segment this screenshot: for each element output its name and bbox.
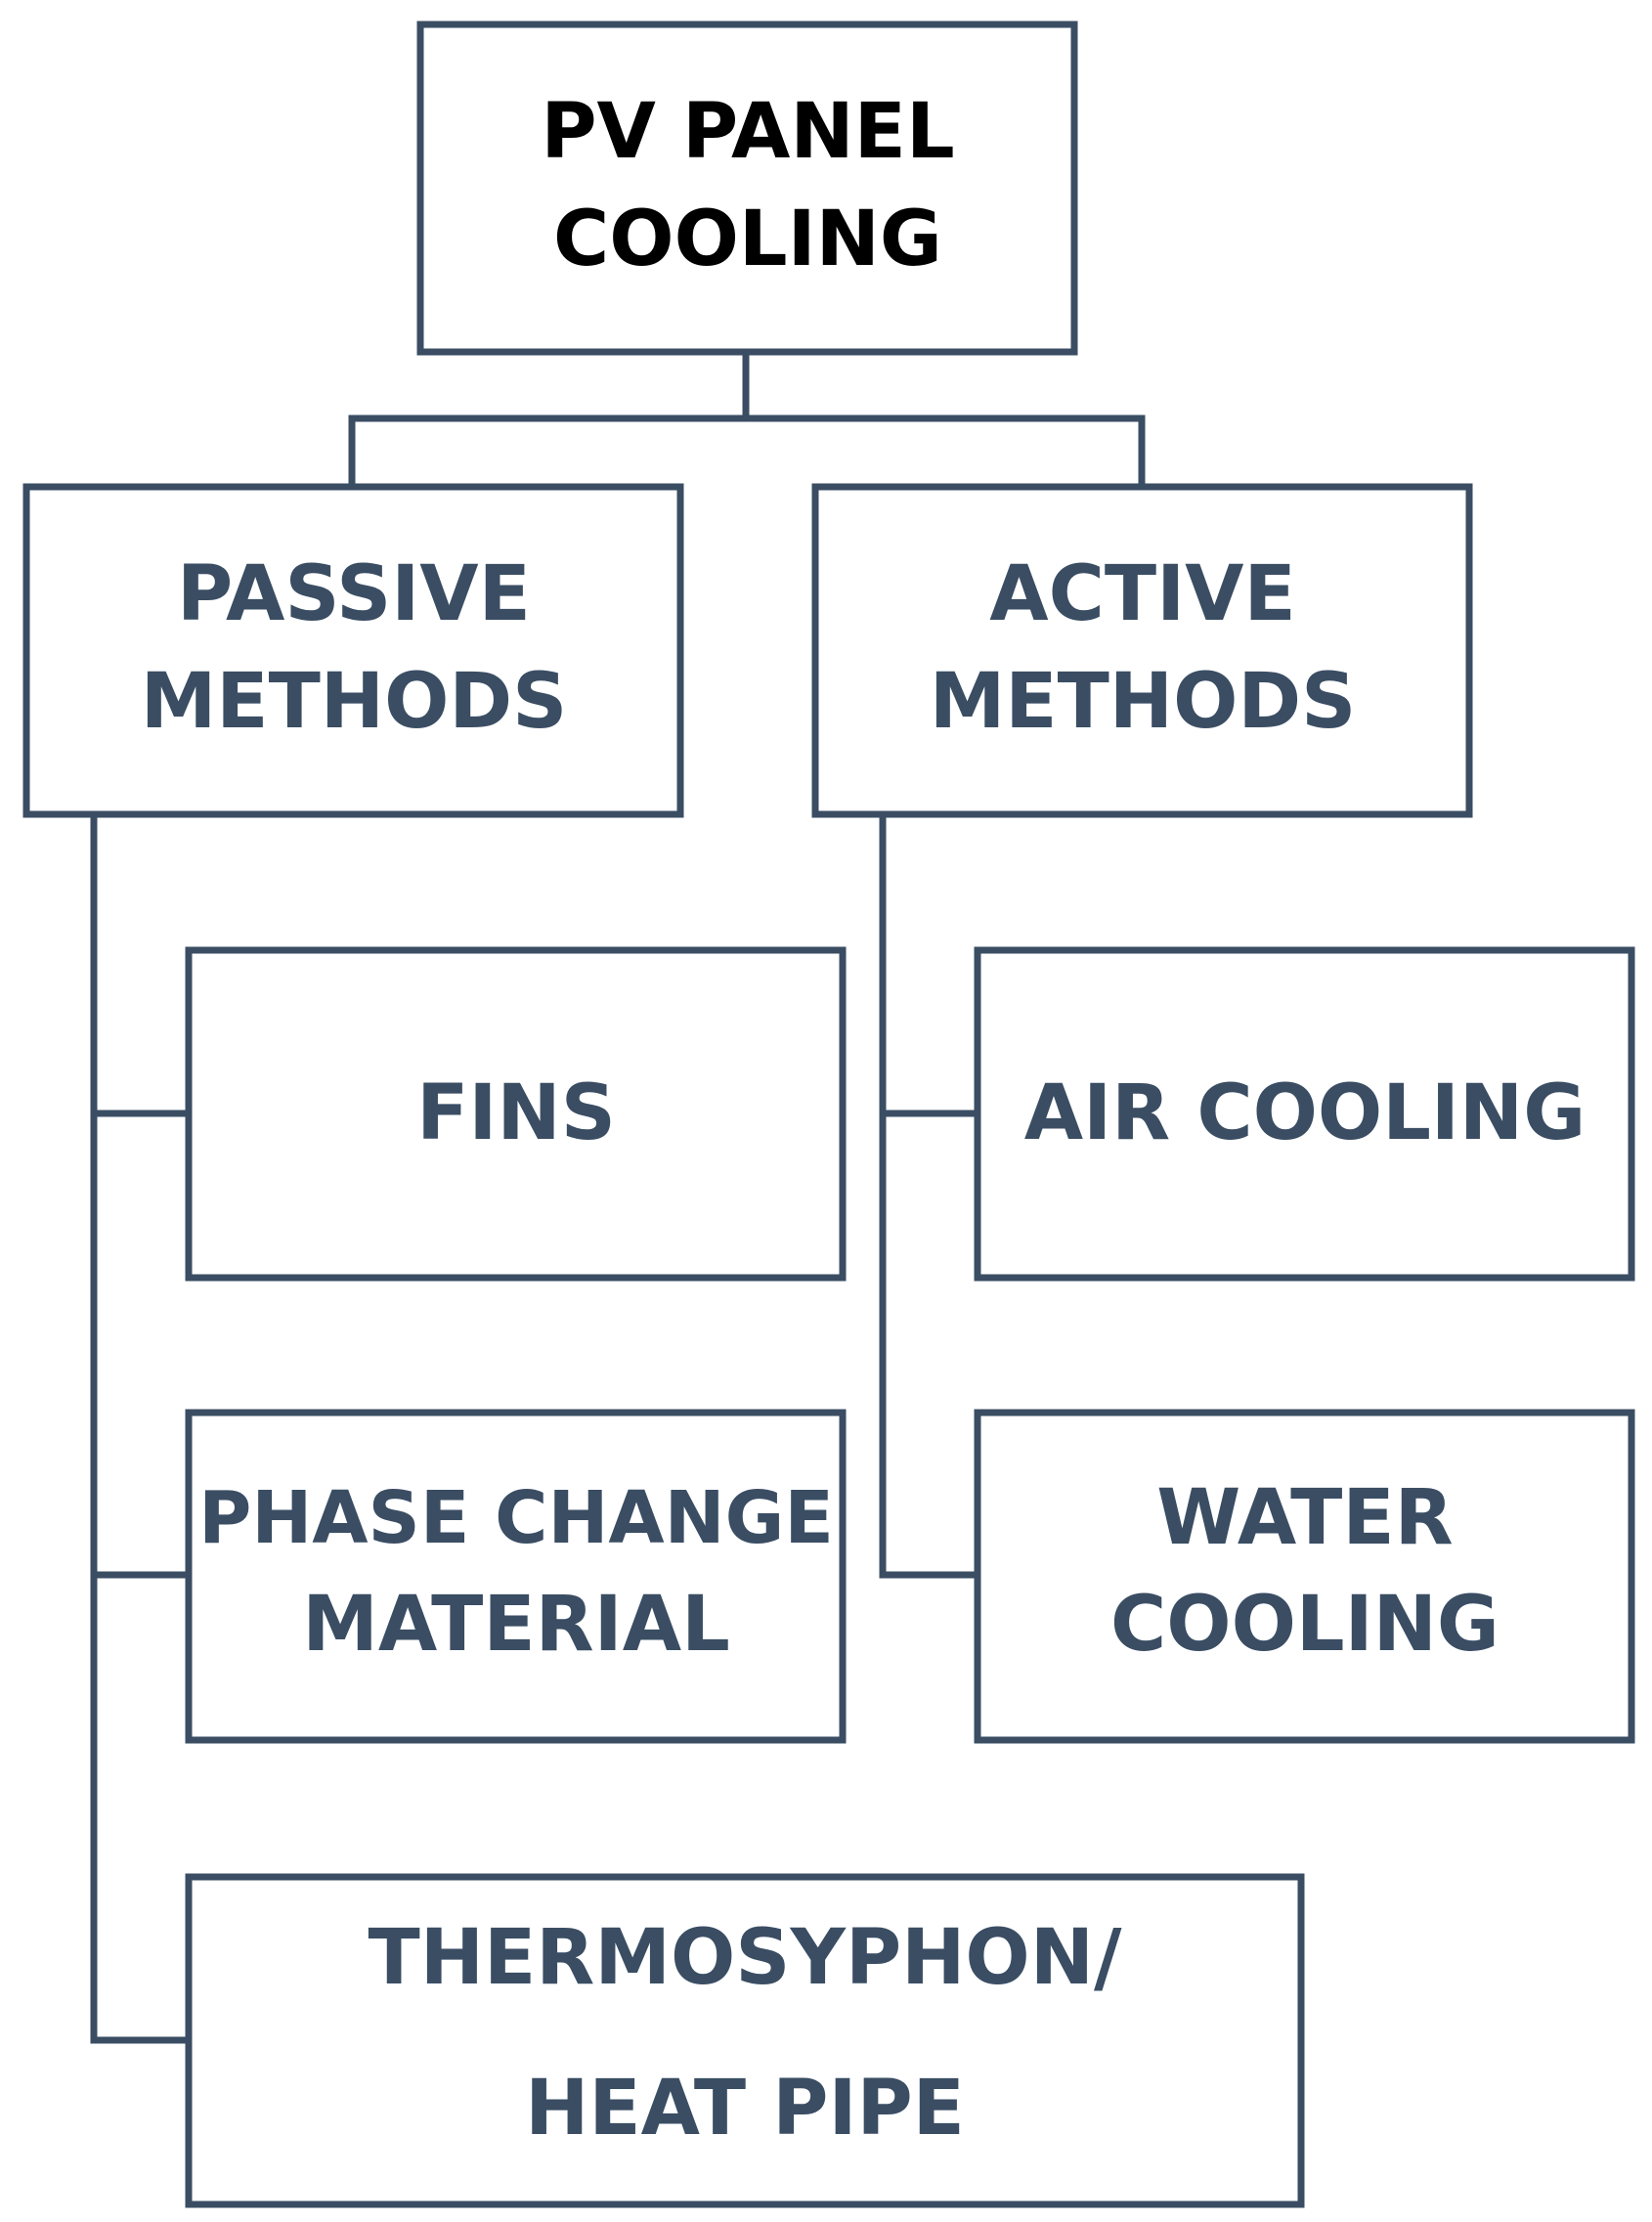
node-thermosyphon-heat-pipe-line2: HEAT PIPE [525,2065,965,2153]
node-fins: FINS [185,946,847,1282]
node-air-cooling-label: AIR COOLING [1024,1069,1587,1157]
node-phase-change-material-line1: PHASE CHANGE [198,1476,834,1560]
node-water-cooling-line2: COOLING [1110,1581,1500,1669]
node-pv-panel-cooling: PV PANEL COOLING [416,21,1078,356]
node-thermosyphon-heat-pipe: THERMOSYPHON/ HEAT PIPE [185,1873,1305,2208]
node-water-cooling-line1: WATER [1156,1474,1453,1562]
node-active-methods: ACTIVE METHODS [811,483,1473,818]
node-active-methods-line1: ACTIVE [989,550,1296,638]
node-water-cooling: WATER COOLING [974,1409,1635,1744]
node-fins-label: FINS [416,1069,616,1157]
node-passive-methods-line1: PASSIVE [177,550,531,638]
node-active-methods-line2: METHODS [930,658,1357,746]
connector-root-to-active [742,414,1146,491]
connector-root-to-methods [348,350,750,491]
node-passive-methods: PASSIVE METHODS [22,483,684,818]
node-pv-panel-cooling-line1: PV PANEL [541,88,954,176]
node-phase-change-material: PHASE CHANGE MATERIAL [185,1409,847,1744]
node-passive-methods-line2: METHODS [141,658,568,746]
node-air-cooling: AIR COOLING [974,946,1635,1282]
node-pv-panel-cooling-line2: COOLING [553,196,942,283]
node-thermosyphon-heat-pipe-line1: THERMOSYPHON/ [369,1914,1122,2002]
node-phase-change-material-line2: MATERIAL [302,1581,730,1669]
